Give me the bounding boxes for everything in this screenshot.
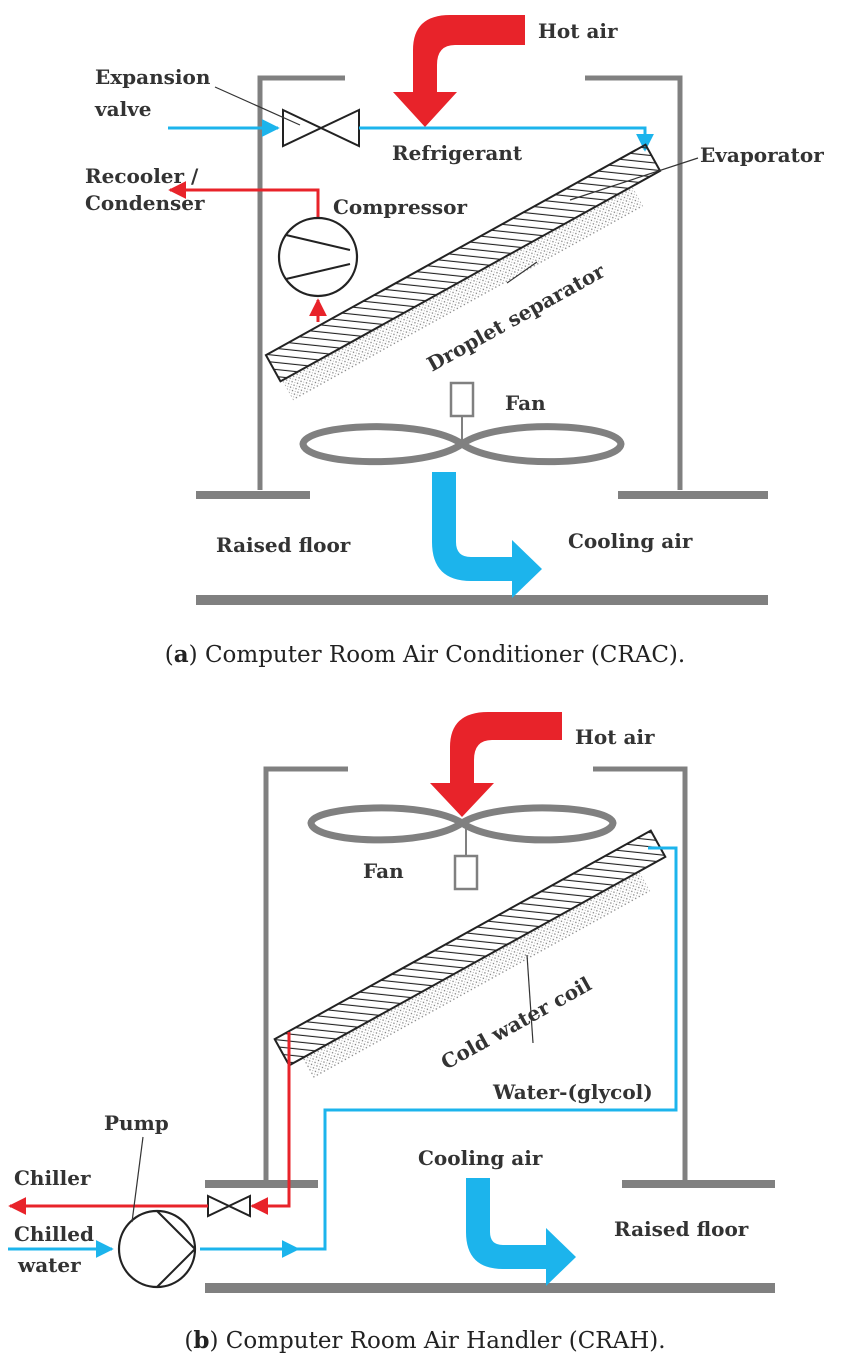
droplet-separator-shape — [282, 187, 644, 401]
coil-condensate-shape — [302, 872, 651, 1079]
hot-air-arrow-icon-b — [430, 712, 562, 817]
water-glycol-line — [200, 846, 678, 1251]
pump-label: Pump — [104, 1111, 169, 1135]
refrigerant-label: Refrigerant — [392, 141, 523, 165]
expansion-valve-label-1: Expansion — [95, 65, 211, 89]
droplet-separator-leader — [506, 261, 538, 284]
fan-icon — [299, 381, 625, 466]
raised-floor-label-b: Raised floor — [614, 1217, 749, 1241]
recooler-label-1: Recooler / — [85, 164, 199, 188]
coil-leader — [526, 954, 534, 1044]
cooling-air-label: Cooling air — [568, 529, 693, 553]
panel-a-crac: Hot air Expansion valve Refrigerant Reco… — [85, 15, 824, 668]
raised-floor-label: Raised floor — [216, 533, 351, 557]
cooling-air-label-b: Cooling air — [418, 1146, 543, 1170]
chilled-water-label-1: Chilled — [14, 1222, 94, 1246]
hot-air-label-b: Hot air — [575, 725, 655, 749]
expansion-valve-label-2: valve — [94, 97, 152, 121]
crac-housing — [196, 75, 768, 605]
panel-b-crah: Hot air Fan Cold water coil Water-(glyco… — [8, 712, 775, 1354]
fan-icon-b — [307, 804, 617, 891]
valve-icon — [207, 1194, 251, 1218]
hot-air-arrow-icon — [393, 15, 525, 127]
expansion-valve-icon — [282, 108, 360, 148]
coil-icon — [273, 829, 667, 1079]
compressor-icon — [277, 216, 359, 298]
crah-housing — [205, 766, 775, 1293]
hot-air-label: Hot air — [538, 19, 618, 43]
cooling-air-arrow-icon — [432, 472, 542, 598]
recooler-line — [168, 181, 320, 218]
return-line-to-valve — [250, 1032, 291, 1215]
water-glycol-label: Water-(glycol) — [492, 1080, 653, 1104]
refrigerant-line — [359, 126, 654, 152]
evaporator-icon — [264, 143, 662, 401]
fan-label: Fan — [505, 391, 546, 415]
recooler-label-2: Condenser — [85, 191, 205, 215]
pump-icon — [117, 1209, 197, 1289]
caption-b: (b) Computer Room Air Handler (CRAH). — [184, 1327, 665, 1354]
fan-label-b: Fan — [363, 859, 404, 883]
compressor-label: Compressor — [333, 195, 468, 219]
evaporator-label: Evaporator — [700, 143, 824, 167]
caption-a: (a) Computer Room Air Conditioner (CRAC)… — [165, 641, 685, 668]
pump-leader — [131, 1136, 144, 1223]
evaporator-leader — [569, 157, 699, 201]
chiller-label: Chiller — [14, 1166, 91, 1190]
chilled-water-label-2: water — [17, 1253, 81, 1277]
cooling-air-arrow-icon-b — [466, 1178, 576, 1286]
expansion-valve-leader — [214, 86, 301, 126]
